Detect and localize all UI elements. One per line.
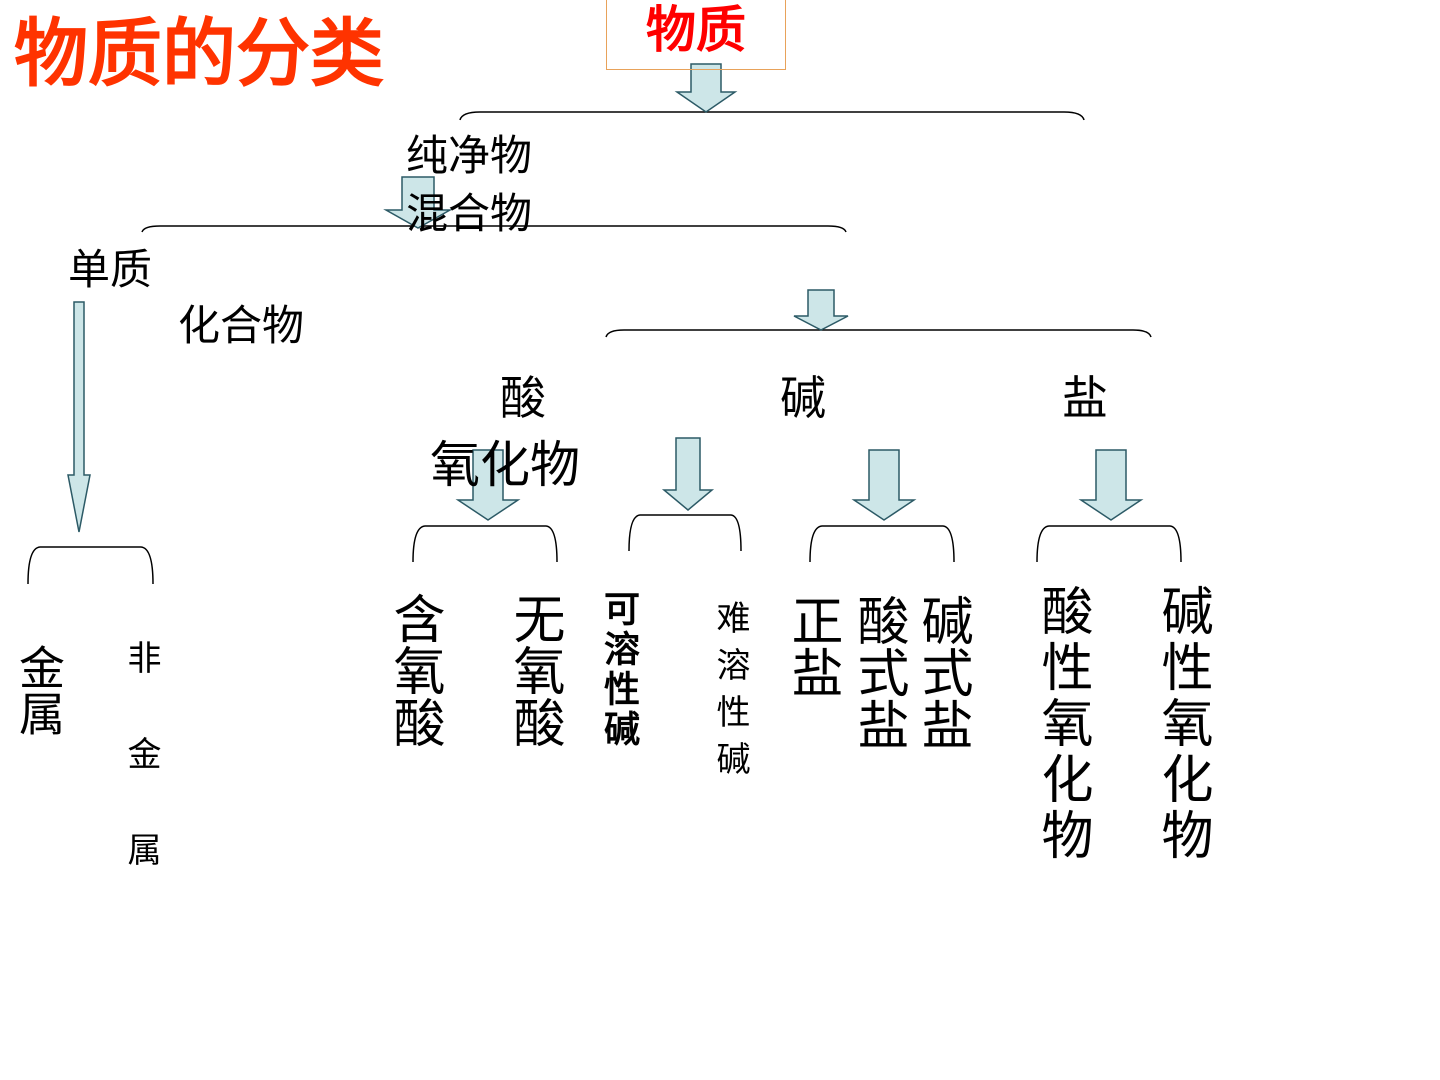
arrow-root-down — [674, 63, 738, 113]
slide-title: 物质的分类 — [14, 11, 384, 97]
brace-bases — [628, 514, 742, 552]
node-element-substance: 单质 — [68, 245, 153, 294]
brace-elements — [27, 546, 154, 585]
node-mixture: 混合物 — [406, 189, 533, 238]
brace-level2 — [141, 225, 847, 233]
brace-compounds — [605, 329, 1152, 338]
brace-level1 — [459, 111, 1085, 121]
leaf-acidic-oxide: 酸性氧化物 — [1032, 584, 1092, 864]
leaf-soluble-base: 可溶性碱 — [598, 590, 639, 750]
arrow-acid-down — [455, 449, 521, 521]
leaf-nonmetal: 非金属 — [121, 640, 161, 928]
arrow-oxide-down — [1078, 449, 1144, 521]
arrow-element-long — [67, 301, 91, 533]
arrow-salt-down — [851, 449, 917, 521]
leaf-metal: 金属 — [12, 644, 66, 736]
arrow-base-down — [661, 437, 715, 511]
leaf-anoxyacid: 无氧酸 — [504, 592, 564, 748]
leaf-oxyacid: 含氧酸 — [384, 592, 444, 748]
node-oxide: 氧化物 — [430, 436, 580, 494]
brace-salts — [809, 525, 955, 563]
node-base: 碱 — [780, 371, 826, 425]
leaf-basic-oxide: 碱性氧化物 — [1152, 584, 1212, 864]
leaf-insoluble-base: 难溶性碱 — [710, 600, 750, 788]
node-compound: 化合物 — [178, 301, 305, 350]
root-node-box: 物质 — [606, 0, 786, 70]
arrow-compound-down — [793, 289, 849, 331]
root-node-label: 物质 — [646, 1, 746, 59]
leaf-basic-salt: 碱式盐 — [912, 594, 972, 750]
node-salt: 盐 — [1062, 371, 1108, 425]
brace-acids — [412, 525, 558, 563]
arrow-pure-down — [383, 176, 453, 229]
node-pure-substance: 纯净物 — [406, 131, 533, 180]
node-acid: 酸 — [500, 371, 546, 425]
leaf-acid-salt: 酸式盐 — [848, 594, 908, 750]
leaf-normal-salt: 正盐 — [782, 594, 842, 698]
brace-oxides — [1036, 525, 1182, 563]
